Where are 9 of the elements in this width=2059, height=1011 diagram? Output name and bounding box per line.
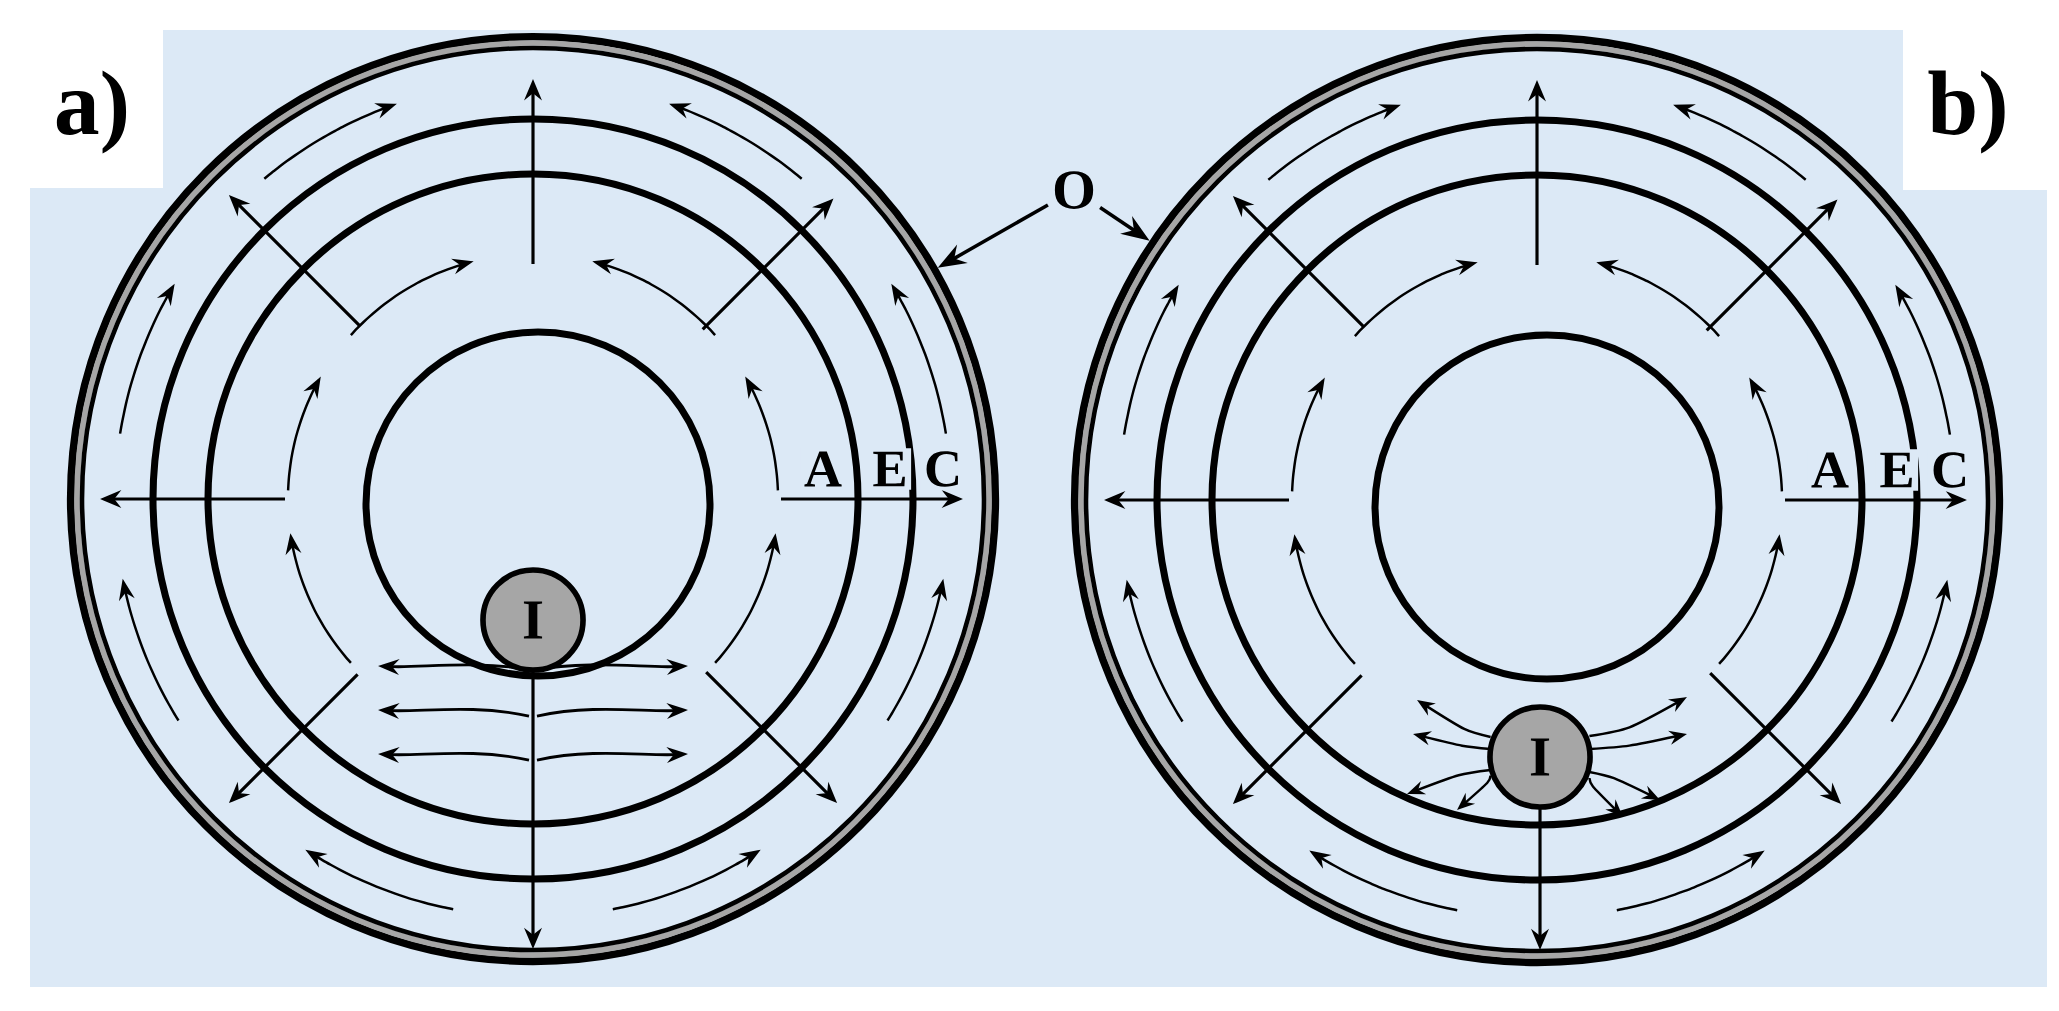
layer-letter: A	[800, 448, 846, 490]
layer-letter: A	[1807, 449, 1853, 491]
label-letter: O	[1054, 171, 1094, 209]
layer-letter: C	[920, 447, 966, 491]
panel-label: b)	[1928, 70, 2005, 154]
panel-label: a)	[56, 70, 127, 154]
layer-letter: C	[1927, 448, 1973, 492]
layer-letter: E	[1875, 449, 1919, 491]
layer-letter: E	[868, 448, 912, 490]
